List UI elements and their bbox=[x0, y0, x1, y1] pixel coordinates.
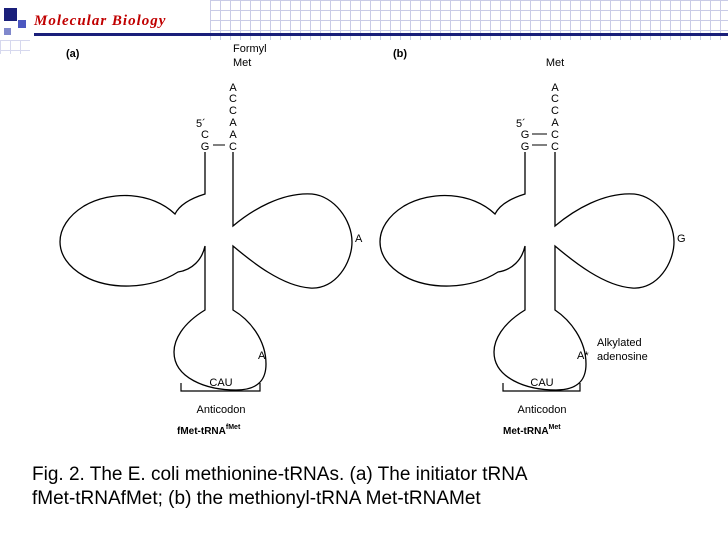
panel-b-trna-name: Met-tRNAMet bbox=[503, 424, 561, 437]
panel-b-anticodon-label: Anticodon bbox=[518, 404, 567, 416]
panel-a-acceptor-nt-5: A bbox=[229, 129, 237, 141]
panel-b bbox=[379, 133, 675, 392]
panel-a-five-prime-label: 5´ bbox=[196, 118, 206, 130]
header-bullet-square-medium bbox=[18, 20, 26, 28]
panel-b-anticodon-sequence: CAU bbox=[530, 377, 553, 389]
panel-a-anticodon-label: Anticodon bbox=[197, 404, 246, 416]
panel-a-acceptor-nt-2: C bbox=[229, 93, 237, 105]
panel-a-anticodon-bracket bbox=[180, 383, 261, 392]
panel-a-formyl-label: Formyl bbox=[233, 43, 267, 55]
panel-a-met-label: Met bbox=[233, 57, 251, 69]
panel-a-acceptor-nt-1: A bbox=[229, 82, 237, 94]
header-rule bbox=[34, 33, 728, 36]
panel-b-acceptor-nt-5: C bbox=[551, 129, 559, 141]
panel-b-label: (b) bbox=[393, 48, 407, 60]
figure-caption-line-1: Fig. 2. The E. coli methionine-tRNAs. (a… bbox=[32, 464, 528, 485]
panel-b-anticodon-bracket bbox=[502, 383, 581, 392]
panel-b-stem-nt-2: G bbox=[521, 141, 530, 153]
panel-b-anticodon-nucleotide: A* bbox=[577, 350, 589, 362]
header-bullet-square-small bbox=[4, 28, 11, 35]
panel-b-labels: (b) Met A C C A C C 5´ G G G A* Alkylate… bbox=[393, 48, 686, 437]
panel-b-five-prime-label: 5´ bbox=[516, 118, 526, 130]
panel-a-stem-nt-2: G bbox=[201, 141, 210, 153]
panel-a-anticodon-sequence: CAU bbox=[209, 377, 232, 389]
panel-a-trna-name: fMet-tRNAfMet bbox=[177, 424, 241, 437]
panel-a-acceptor-nt-4: A bbox=[229, 117, 237, 129]
panel-b-acceptor-nt-6: C bbox=[551, 141, 559, 153]
panel-b-modification-label-1: Alkylated bbox=[597, 337, 642, 349]
figure-caption-line-2: fMet-tRNAfMet; (b) the methionyl-tRNA Me… bbox=[32, 488, 481, 509]
panel-b-cloverleaf-outline bbox=[379, 152, 675, 391]
panel-b-modification-label-2: adenosine bbox=[597, 351, 648, 363]
panel-a-label: (a) bbox=[66, 48, 80, 60]
header-bullet-square-large bbox=[4, 8, 17, 21]
slide-header-title: Molecular Biology bbox=[34, 13, 167, 29]
figure-caption: Fig. 2. The E. coli methionine-tRNAs. (a… bbox=[32, 463, 722, 511]
panel-a bbox=[59, 144, 353, 392]
panel-b-stem-nt-1: G bbox=[521, 129, 530, 141]
panel-a-acceptor-nt-3: C bbox=[229, 105, 237, 117]
panel-b-met-label: Met bbox=[546, 57, 564, 69]
header-grid-pattern-left bbox=[0, 40, 30, 54]
panel-a-stem-nt-1: C bbox=[201, 129, 209, 141]
panel-b-acceptor-nt-2: C bbox=[551, 93, 559, 105]
panel-a-acceptor-nt-6: C bbox=[229, 141, 237, 153]
panel-a-labels: (a) Formyl Met A C C A A C 5´ C G A A CA… bbox=[66, 43, 363, 437]
panel-a-loop-nucleotide: A bbox=[355, 233, 363, 245]
panel-b-loop-nucleotide: G bbox=[677, 233, 686, 245]
panel-b-acceptor-nt-4: A bbox=[551, 117, 559, 129]
panel-a-cloverleaf-outline bbox=[59, 152, 353, 391]
panel-a-anticodon-nucleotide: A bbox=[258, 350, 266, 362]
panel-b-acceptor-nt-3: C bbox=[551, 105, 559, 117]
panel-b-acceptor-nt-1: A bbox=[551, 82, 559, 94]
